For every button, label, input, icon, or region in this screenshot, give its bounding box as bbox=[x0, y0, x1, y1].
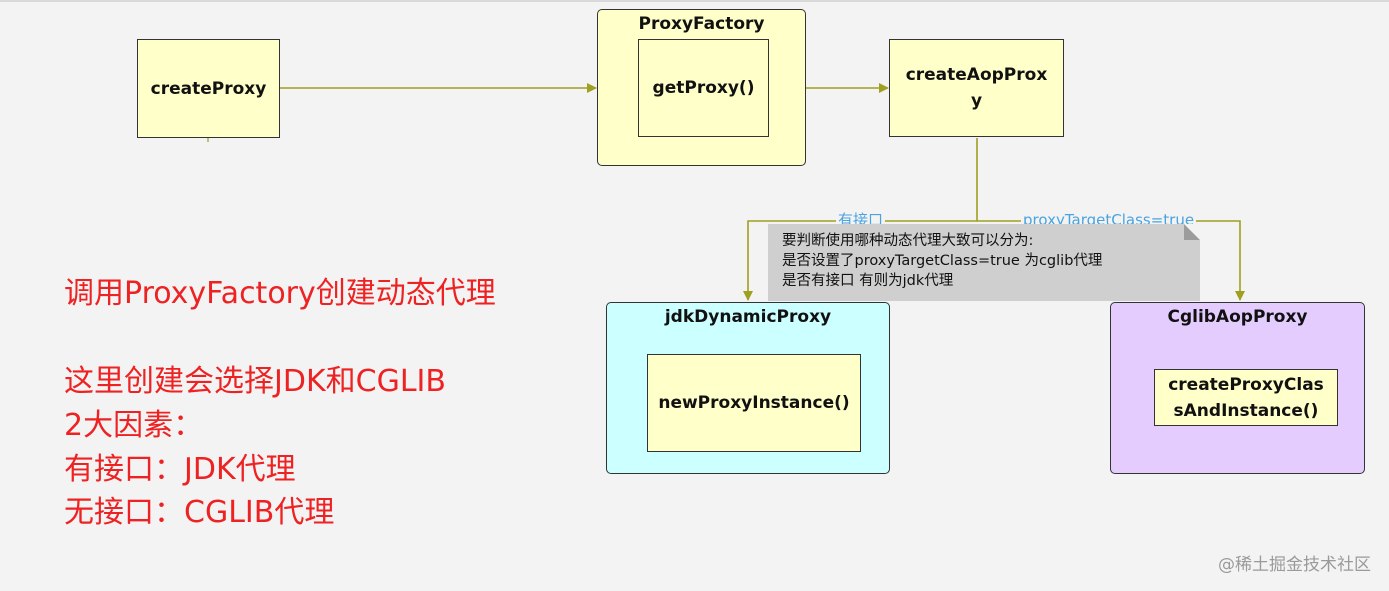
create-proxy-class-box: createProxyClassAndInstance() bbox=[1154, 369, 1338, 426]
explanation-line-4: 有接口：JDK代理 bbox=[64, 452, 296, 487]
jdk-dynamic-proxy-title: jdkDynamicProxy bbox=[664, 307, 832, 327]
explanation-line-5: 无接口：CGLIB代理 bbox=[64, 495, 335, 530]
proxy-factory-title: ProxyFactory bbox=[638, 14, 765, 34]
watermark: @稀土掘金技术社区 bbox=[1218, 555, 1371, 575]
explanation-line-3: 2大因素： bbox=[64, 408, 204, 443]
create-proxy-class-label: createProxyClassAndInstance() bbox=[1168, 374, 1324, 421]
note-line-2: 是否设置了proxyTargetClass=true 为cglib代理 bbox=[782, 253, 1103, 269]
create-aop-proxy-box: createAopProxy bbox=[889, 39, 1064, 137]
new-proxy-instance-box: newProxyInstance() bbox=[647, 354, 861, 452]
note-line-3: 是否有接口 有则为jdk代理 bbox=[782, 273, 954, 289]
new-proxy-instance-label: newProxyInstance() bbox=[658, 393, 850, 413]
note-fold-corner bbox=[1184, 224, 1200, 240]
create-proxy-label: createProxy bbox=[150, 78, 267, 99]
get-proxy-label: getProxy() bbox=[652, 78, 755, 98]
create-aop-proxy-label: createAopProxy bbox=[905, 65, 1048, 111]
create-proxy-box: createProxy bbox=[137, 39, 280, 138]
get-proxy-box: getProxy() bbox=[638, 39, 769, 137]
cglib-aop-proxy-title: CglibAopProxy bbox=[1167, 307, 1308, 327]
decision-note: 要判断使用哪种动态代理大致可以分为: 是否设置了proxyTargetClass… bbox=[768, 224, 1200, 301]
explanation-line-1: 调用ProxyFactory创建动态代理 bbox=[64, 276, 496, 311]
explanation-line-2: 这里创建会选择JDK和CGLIB bbox=[64, 364, 446, 399]
top-divider bbox=[0, 0, 1389, 2]
note-line-1: 要判断使用哪种动态代理大致可以分为: bbox=[782, 233, 1034, 249]
